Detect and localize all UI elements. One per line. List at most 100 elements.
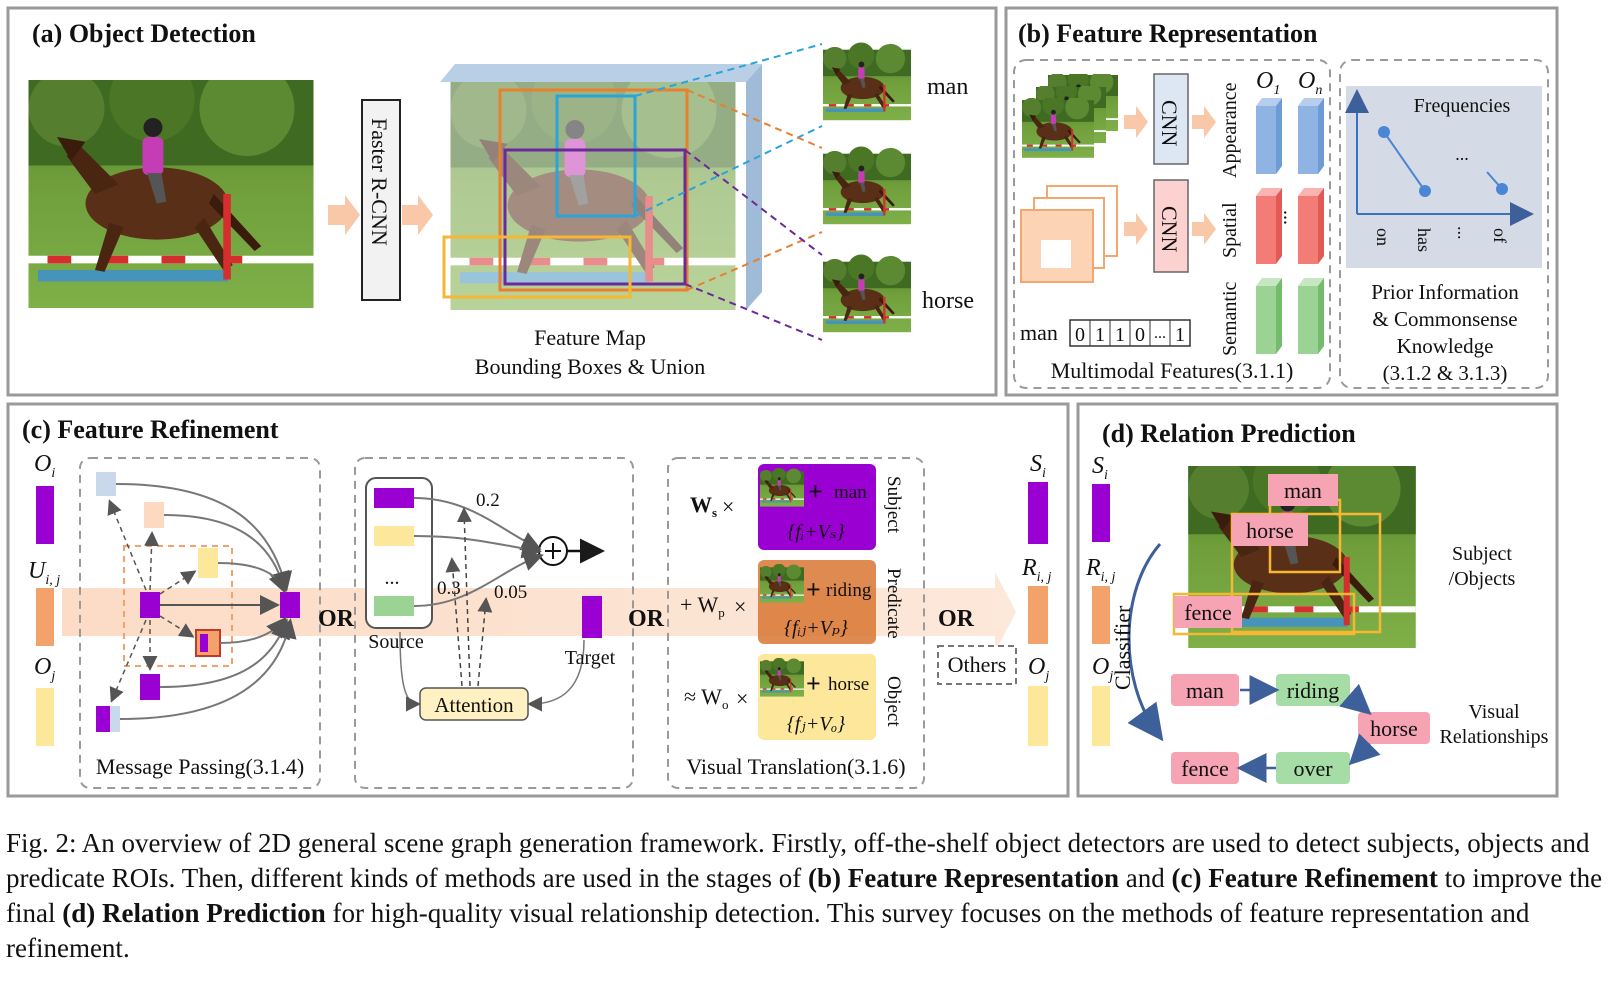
d-rij-vector [1092,586,1110,644]
times-sign: × [734,594,746,619]
relation-graph: man riding horse fence over [1171,674,1430,784]
bbox-fence [442,235,632,299]
oi-label: Oi [34,451,55,481]
rij-vector [1028,586,1048,644]
rel-node-text: riding [1287,678,1340,703]
classifier-arrow [1127,543,1164,742]
arrow-to-rcnn [328,195,360,235]
multimodal-label: Multimodal Features(3.1.1) [1051,358,1294,383]
caption-text: for high-quality visual relationship det… [6,898,1530,963]
box-label-horse [1232,514,1308,546]
rel-node-text: horse [1370,716,1418,741]
freq-point-has [1419,185,1431,197]
box-label-text: fence [1184,600,1232,625]
freq-tick: of [1490,228,1510,243]
rel-node-riding [1276,674,1350,706]
visual-rel-label: Visual [1468,701,1519,723]
row-label-spatial: Spatial [1219,202,1241,258]
panel-feature-representation: (b) Feature Representation CNN CNN man 0 [1004,6,1559,397]
word-man: man [1020,320,1058,345]
subject-objects-label: /Objects [1449,568,1516,590]
cnn-appearance-box [1153,73,1189,165]
d-si-vector [1092,484,1110,542]
d-rij-label: Ri, j [1085,555,1116,585]
rel-node-text: over [1293,756,1333,781]
attention-mechanism-box [354,457,634,789]
caption-text: and [1119,863,1172,893]
d-oj-vector [1092,686,1110,746]
row-label-appearance: Appearance [1219,82,1241,178]
classifier-label: Classifier [1110,605,1135,690]
plus-sign: + [806,575,821,604]
oj-label: Oj [34,654,55,684]
attention-weight: 0.05 [494,582,527,603]
vt-word-object: horse [828,674,869,695]
message-passing-label: Message Passing(3.1.4) [96,754,304,779]
onehot-cell: ... [1154,325,1166,342]
prior-line: Prior Information [1371,280,1519,304]
onehot-cell: 1 [1175,324,1185,346]
faster-rcnn-label: Faster R-CNN [367,118,392,246]
side-label-predicate: Predicate [883,568,904,639]
feature-vectors [1256,98,1324,354]
prior-line: & Commonsense [1372,307,1517,331]
input-photo [28,80,314,308]
crop-union [823,146,911,225]
caption-text: Fig. 2: An overview of 2D general scene … [6,828,1590,893]
visual-rel-label: Relationships [1440,726,1549,748]
or-label: OR [318,606,355,632]
panel-feature-refinement: (c) Feature Refinement Oi Ui, j Oj [6,402,1070,798]
attention-weight: 0.2 [476,490,500,511]
attention-label: Attention [434,693,514,717]
oj-vector [36,688,54,746]
oj-out-label: Oj [1028,654,1049,684]
o-last-label: On [1298,68,1322,98]
frequency-title: Frequencies [1414,95,1511,117]
onehot-cell: 0 [1075,324,1085,346]
prior-line: (3.1.2 & 3.1.3) [1383,361,1508,385]
cnn-appearance-label: CNN [1157,100,1182,147]
box-label-man [1268,474,1338,506]
visual-translation-box [667,457,925,789]
vector-ellipsis: ... [1279,210,1301,225]
ws-label: Ws [690,492,717,520]
box-label-fence [1174,596,1242,628]
si-label: Si [1030,451,1046,481]
caption-bold: (c) Feature Refinement [1171,863,1438,893]
source-ellipsis: ... [385,567,400,589]
freq-dots: ... [1455,144,1469,164]
panel-a-title: (a) Object Detection [32,19,256,48]
visual-translation-label: Visual Translation(3.1.6) [686,754,905,779]
prior-line: Knowledge [1397,334,1494,358]
vt-formula-object: {fⱼ+Vₒ} [787,713,845,735]
o-first-label: O1 [1256,68,1280,98]
frequency-plot: Frequencies ... on has ... of [1345,86,1542,268]
others-box [937,645,1017,685]
vt-word-subject: man [834,482,867,503]
source-label: Source [368,631,424,653]
rel-node-text: man [1186,678,1224,703]
bbox-union [498,88,689,292]
plus-sign: + [808,477,823,506]
cnn-spatial-label: CNN [1157,206,1182,253]
wo-label: ≈ Wo [684,684,728,712]
crop-man [823,42,911,121]
framework-figure: (a) Object Detection Faster R-CNN Featur… [6,6,1559,798]
rij-label: Ri, j [1021,555,1052,585]
si-vector [1028,482,1048,544]
onehot-cell: 1 [1095,324,1105,346]
wp-label: + Wp [680,592,725,620]
rel-node-text: fence [1181,756,1229,781]
panel-relation-prediction: (d) Relation Prediction Si Ri, j Oj Clas… [1076,402,1559,798]
prior-box [1339,59,1549,389]
oj-out-vector [1028,686,1048,746]
d-si-label: Si [1092,453,1108,483]
message-passing-graph [96,472,300,732]
feature-map [440,64,762,310]
source-box [365,477,433,629]
bbox-man [555,94,637,218]
bbox-horse [503,148,687,286]
or-label: OR [628,606,665,632]
row-label-semantic: Semantic [1219,281,1241,356]
plus-sign: + [806,669,821,698]
